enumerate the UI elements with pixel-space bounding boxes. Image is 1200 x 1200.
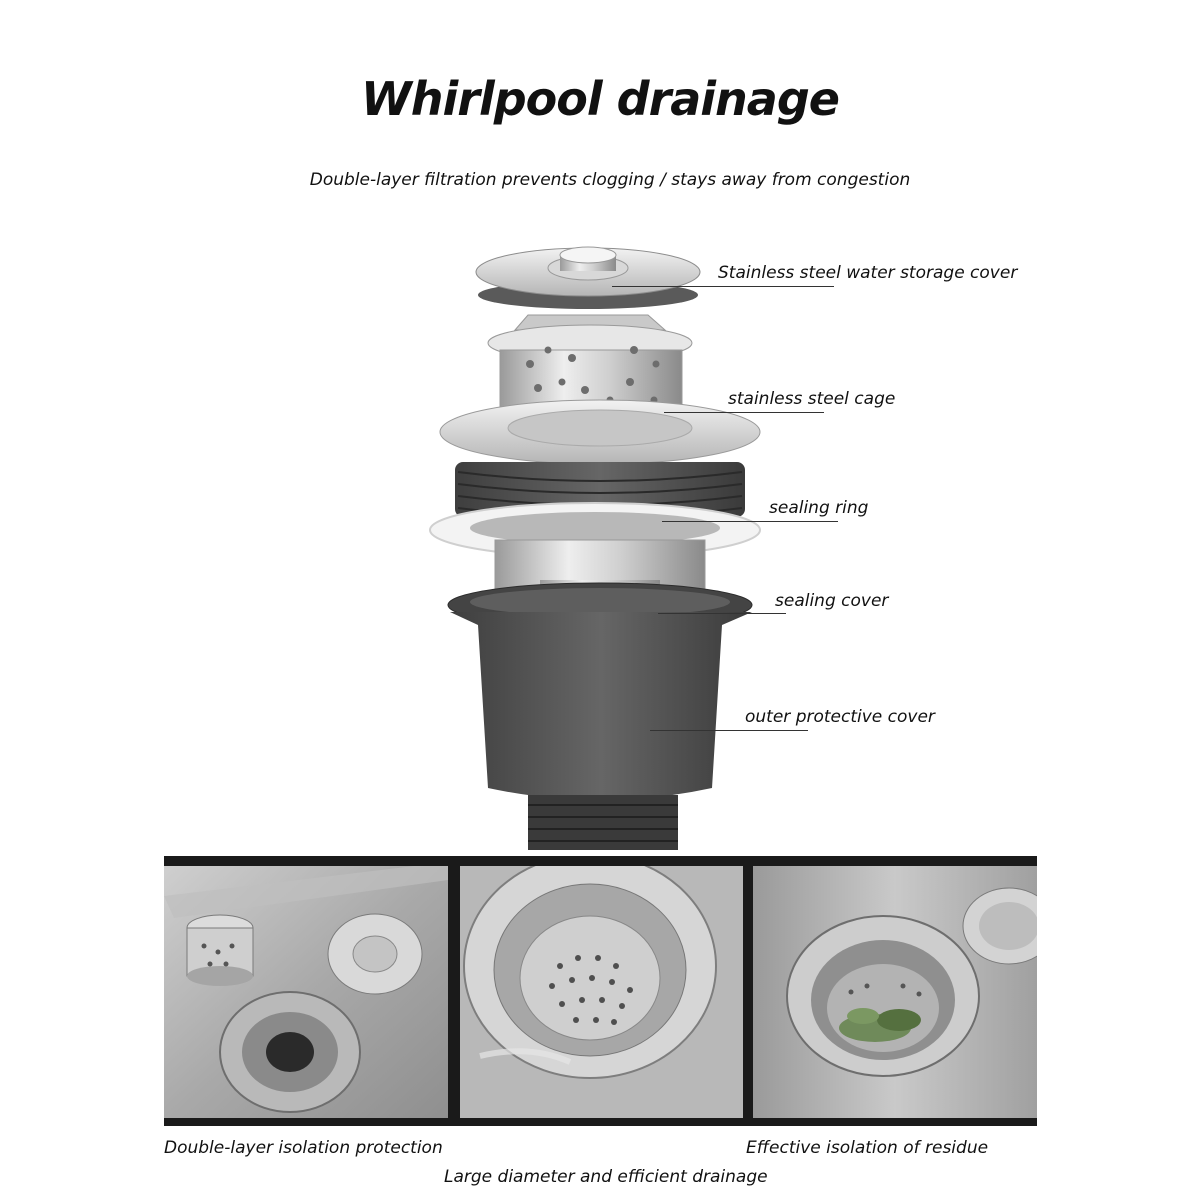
- sink-flange: [439, 399, 761, 465]
- leader-line-outer-cover: [650, 730, 808, 731]
- leader-line-cage: [664, 412, 824, 413]
- caption-left: Double-layer isolation protection: [164, 1138, 443, 1158]
- label-sealing-ring: sealing ring: [769, 498, 869, 518]
- leader-line-sealing-ring: [662, 521, 838, 522]
- label-outer-cover: outer protective cover: [745, 707, 935, 727]
- label-water-storage-cover: Stainless steel water storage cover: [718, 263, 1018, 283]
- label-cage: stainless steel cage: [728, 389, 896, 409]
- leader-line-sealing-cover: [658, 613, 786, 614]
- photo-panel-installed-basket: [460, 866, 743, 1118]
- label-sealing-cover: sealing cover: [775, 591, 889, 611]
- drain-exploded-illustration: [429, 246, 761, 850]
- photo-panel-residue: [753, 866, 1037, 1118]
- page-subtitle: Double-layer filtration prevents cloggin…: [309, 170, 911, 190]
- outer-protective-cover: [447, 582, 753, 850]
- caption-center: Large diameter and efficient drainage: [444, 1167, 768, 1187]
- water-storage-cover: [475, 246, 701, 309]
- photo-panel-disassembled: [164, 866, 448, 1118]
- leader-line-water-storage-cover: [612, 286, 834, 287]
- page-title: Whirlpool drainage: [361, 72, 840, 126]
- caption-right: Effective isolation of residue: [746, 1138, 989, 1158]
